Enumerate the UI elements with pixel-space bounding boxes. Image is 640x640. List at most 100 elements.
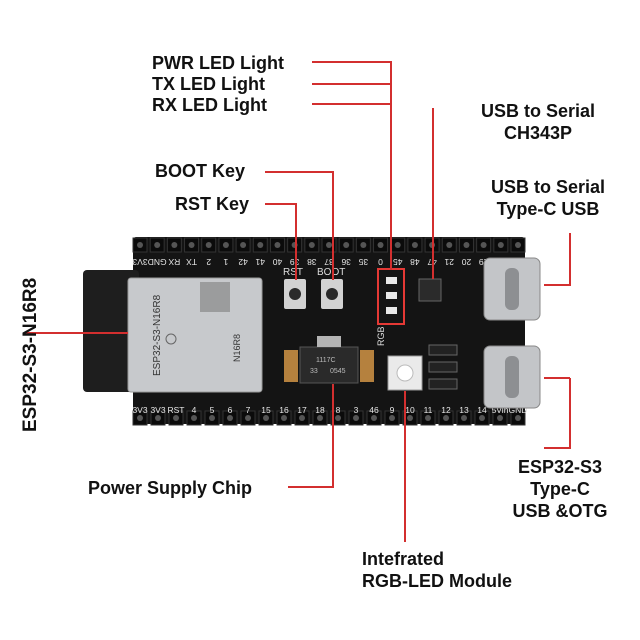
- power-supply-chip: [299, 346, 359, 384]
- pin-label: 48: [410, 257, 420, 267]
- pin-label: 10: [405, 405, 415, 415]
- pin-label: 4: [192, 405, 197, 415]
- pin-label: 9: [390, 405, 395, 415]
- pin-label: 21: [444, 257, 454, 267]
- pin-label: 11: [424, 405, 433, 415]
- pin-label: 5: [210, 405, 215, 415]
- header-pin-hole: [394, 242, 401, 248]
- header-pin-hole: [326, 242, 332, 248]
- header-pin-hole: [446, 242, 453, 248]
- ce-mark: [165, 333, 177, 345]
- header-pin-hole: [343, 242, 350, 248]
- pin-label: 16: [279, 405, 289, 415]
- rgb-silk-label: RGB: [376, 326, 386, 346]
- pin-label: 38: [307, 257, 317, 267]
- header-pin-hole: [188, 242, 195, 248]
- rgb-line1: Intefrated: [362, 549, 445, 569]
- pin-label: 46: [369, 405, 379, 415]
- rgb-led-lens: [396, 364, 414, 382]
- tx-led-label: TX LED Light: [152, 74, 265, 94]
- pin-label: 12: [441, 405, 451, 415]
- pin-label: 3V3: [132, 405, 147, 415]
- module-small-text: N16R8: [232, 334, 242, 362]
- header-pin-hole: [263, 415, 269, 421]
- header-pin-hole: [245, 415, 251, 421]
- pin-label: 1: [223, 257, 228, 267]
- callout-lines: [25, 61, 571, 542]
- rst-silk-label: RST: [283, 267, 303, 278]
- header-pin-hole: [377, 242, 384, 248]
- header-pin-hole: [154, 242, 161, 248]
- header-pin-hole: [317, 415, 323, 421]
- usb-typec-line1: USB to Serial: [490, 177, 606, 197]
- header-pin-hole: [463, 242, 470, 248]
- header-pin-hole: [443, 415, 449, 421]
- header-pin-hole: [209, 415, 215, 421]
- pin-label: 8: [336, 405, 341, 415]
- pin-label: GND: [509, 405, 528, 415]
- header-pin-hole: [171, 242, 178, 248]
- pwr-led-label: PWR LED Light: [152, 53, 284, 73]
- otg-line1: ESP32-S3: [517, 457, 603, 477]
- header-pin-hole: [389, 415, 395, 421]
- pin-label: TX: [186, 257, 197, 267]
- usb-typec-line2: Type-C USB: [496, 199, 600, 219]
- pin-label: RST: [168, 405, 185, 415]
- boot-key-cap: [326, 288, 338, 300]
- qr-code: [200, 282, 230, 312]
- header-pin-hole: [461, 415, 467, 421]
- header-pin-hole: [497, 242, 504, 248]
- header-pin-hole: [497, 415, 503, 421]
- ldo-text-2: 33: [310, 368, 318, 375]
- pin-label: 18: [315, 405, 325, 415]
- power-chip-label: Power Supply Chip: [88, 478, 253, 498]
- usb-serial-chip-line2: CH343P: [503, 123, 573, 143]
- usb-typec-label: USB to Serial Type-C USB: [478, 176, 618, 220]
- header-pin-hole: [240, 242, 247, 248]
- pwr-led: [386, 277, 397, 284]
- header-pin-hole: [515, 242, 521, 248]
- capacitor-right: [360, 350, 374, 382]
- rst-key-label: RST Key: [175, 194, 250, 214]
- pin-label: 5Vin: [492, 405, 509, 415]
- usb-serial-chip-line1: USB to Serial: [480, 101, 596, 121]
- header-pin-hole: [227, 415, 233, 421]
- module-name-label: ESP32-S3-N16R8: [20, 277, 41, 432]
- header-pin-hole: [308, 242, 315, 248]
- pin-label: 45: [393, 257, 403, 267]
- pin-label: 42: [238, 257, 248, 267]
- rx-led: [386, 307, 397, 314]
- pin-label: 39: [290, 257, 300, 267]
- pin-label: 17: [297, 405, 307, 415]
- pin-label: 6: [228, 405, 233, 415]
- header-pin-hole: [155, 415, 161, 421]
- pin-label: 3V3: [132, 257, 147, 267]
- pin-label: 13: [459, 405, 469, 415]
- header-pin-hole: [137, 415, 143, 421]
- header-pin-hole: [407, 415, 413, 421]
- rgb-label: Intefrated RGB-LED Module: [362, 548, 512, 592]
- header-pin-hole: [479, 415, 485, 421]
- pin-label: 3V3: [150, 405, 165, 415]
- diode-2: [428, 361, 458, 373]
- header-pin-hole: [222, 242, 229, 248]
- header-pin-hole: [191, 415, 197, 421]
- ch343p-chip: [418, 278, 442, 302]
- pin-label: 47: [427, 257, 437, 267]
- usb-serial-chip-label: USB to Serial CH343P: [468, 100, 608, 144]
- power-chip-tab: [317, 336, 341, 347]
- rgb-line2: RGB-LED Module: [362, 571, 512, 591]
- pin-label: 41: [255, 257, 265, 267]
- header-pin-hole: [515, 415, 521, 421]
- header-pin-hole: [425, 415, 431, 421]
- ldo-text-1: 1117C: [316, 357, 336, 364]
- pin-label: 35: [358, 257, 368, 267]
- bottom-header-pins: [132, 410, 526, 426]
- header-pin-hole: [137, 242, 143, 248]
- header-pin-hole: [274, 242, 281, 248]
- pin-label: 3: [354, 405, 359, 415]
- pin-label: 40: [272, 257, 282, 267]
- header-pin-hole: [360, 242, 367, 248]
